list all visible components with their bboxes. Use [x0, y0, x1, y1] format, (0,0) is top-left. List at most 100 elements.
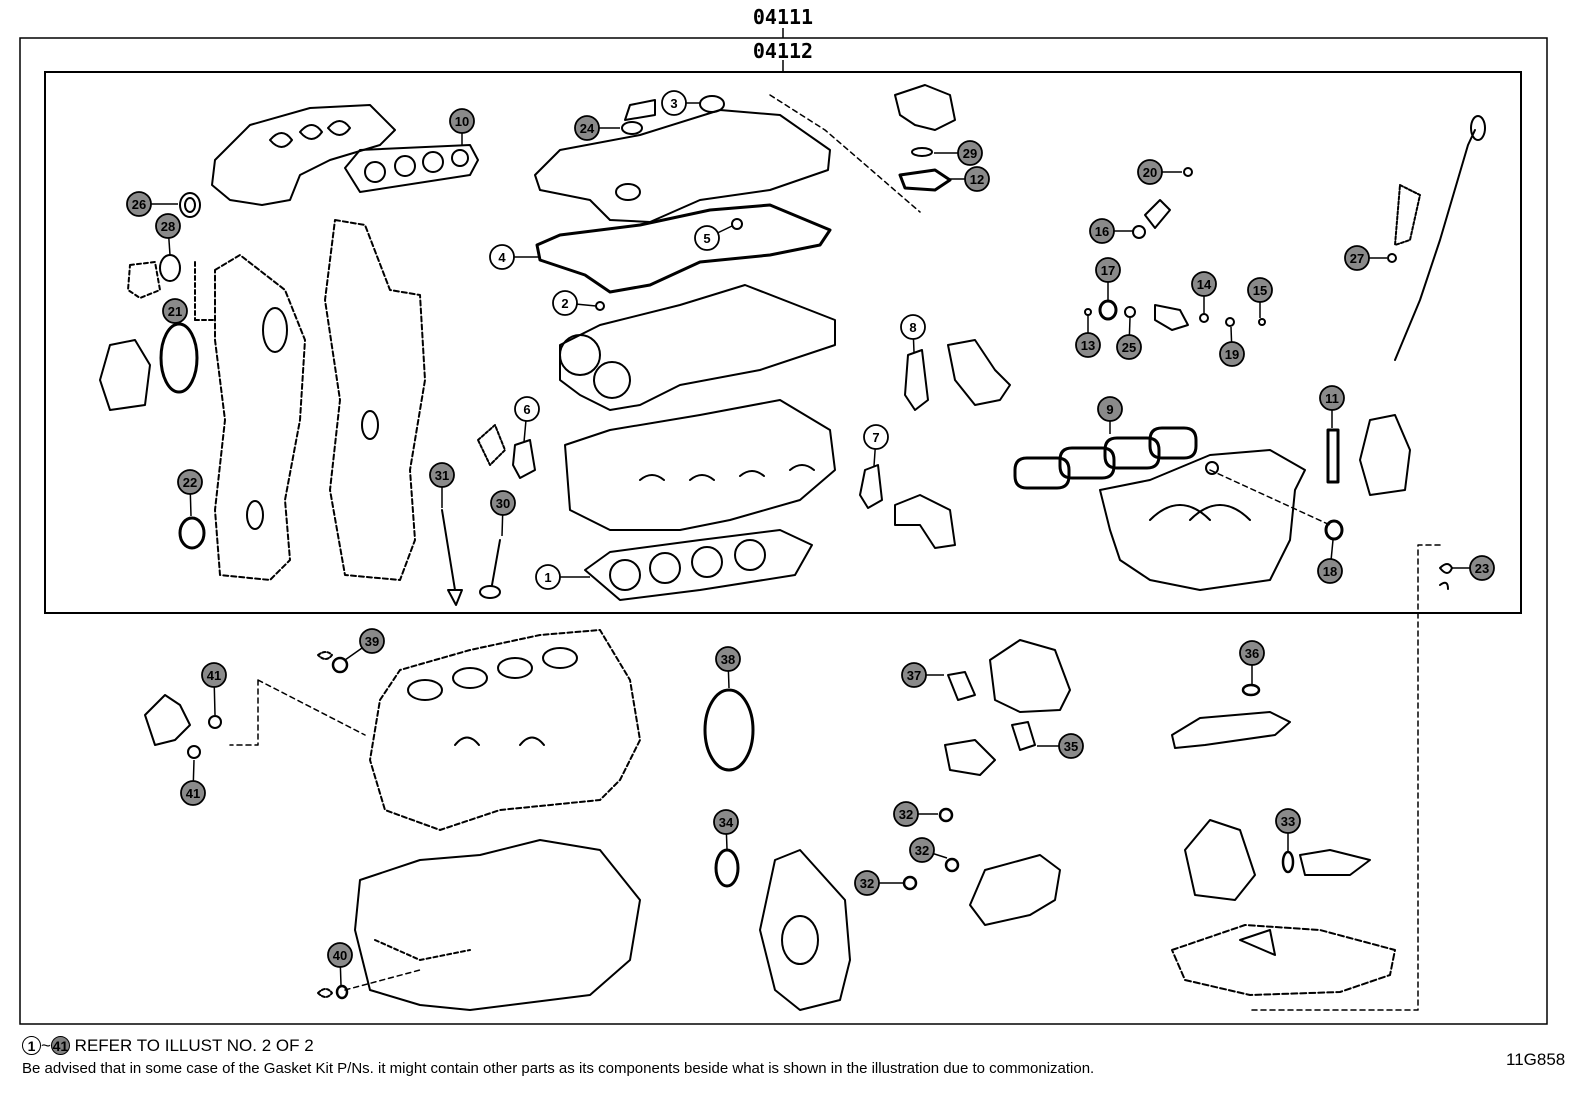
- water-bypass-pipe: [1171, 711, 1291, 749]
- callout-number: 35: [1064, 739, 1078, 754]
- callout-number: 36: [1245, 646, 1259, 661]
- grommet-5: [731, 218, 743, 230]
- callout-number: 10: [455, 114, 469, 129]
- thermostat-housing: [894, 84, 956, 131]
- timing-cover: [214, 254, 306, 581]
- oil-filter-bracket: [144, 694, 191, 746]
- o-ring-39: [331, 656, 349, 674]
- sensor-bracket: [1144, 199, 1171, 229]
- callout-number: 15: [1253, 283, 1267, 298]
- callout-bubble: [900, 314, 926, 340]
- callout-bubble: [1319, 385, 1345, 411]
- callout-bubble: [177, 469, 203, 495]
- callout-bubble: [535, 564, 561, 590]
- gasket-35: [1011, 721, 1036, 751]
- callout-bubble: [155, 213, 181, 239]
- exhaust-manifold-gasket: [344, 144, 479, 193]
- callout-bubble: [1239, 640, 1265, 666]
- callout-number: 22: [183, 475, 197, 490]
- intake-manifold: [1099, 449, 1306, 591]
- range-separator: ~: [41, 1036, 51, 1055]
- filler-cap-3: [699, 95, 725, 113]
- gasket-24: [621, 121, 643, 135]
- oil-pump: [1184, 819, 1256, 901]
- callout-number: 31: [435, 468, 449, 483]
- callout-bubble: [901, 662, 927, 688]
- water-pump-left: [99, 339, 151, 411]
- callout-bubble: [1317, 558, 1343, 584]
- callout-number: 41: [207, 668, 221, 683]
- refer-text: REFER TO ILLUST NO. 2 OF 2: [74, 1036, 314, 1055]
- callout-bubble: [1137, 159, 1163, 185]
- callout-bubble: [1116, 334, 1142, 360]
- callout-bubble: [713, 809, 739, 835]
- seal-13: [1084, 308, 1092, 316]
- callout-bubble: [964, 166, 990, 192]
- kit-label-04111: 04111: [753, 5, 813, 29]
- nut-16: [1132, 225, 1146, 239]
- callout-number: 23: [1475, 561, 1489, 576]
- o-ring-40: [335, 984, 349, 1000]
- callout-bubble: [661, 90, 687, 116]
- callout-bubble: [1469, 555, 1495, 581]
- callout-bubble: [449, 108, 475, 134]
- gasket-37: [947, 671, 976, 701]
- range-start-callout: 1: [22, 1036, 41, 1055]
- callout-bubble: [162, 298, 188, 324]
- cylinder-block: [369, 629, 641, 831]
- callout-number: 6: [523, 402, 530, 417]
- callout-number: 41: [186, 786, 200, 801]
- callout-number: 28: [161, 219, 175, 234]
- gasket-6: [512, 439, 536, 479]
- callout-bubble: [574, 115, 600, 141]
- callout-number: 13: [1081, 338, 1095, 353]
- callout-number: 25: [1122, 340, 1136, 355]
- seal-41-upper: [208, 715, 222, 729]
- callout-bubble: [429, 462, 455, 488]
- callout-number: 9: [1106, 402, 1113, 417]
- gasket-11: [1326, 428, 1340, 484]
- callout-number: 7: [872, 430, 879, 445]
- callout-number: 3: [670, 96, 677, 111]
- seal-32-c: [902, 875, 918, 891]
- callout-bubble: [1058, 733, 1084, 759]
- oil-pan-upper: [354, 839, 641, 1011]
- callout-bubble: [1095, 257, 1121, 283]
- intake-manifold-gasket: [1013, 426, 1198, 490]
- callout-number: 27: [1350, 251, 1364, 266]
- callout-bubble: [1075, 332, 1101, 358]
- cylinder-head: [564, 399, 836, 531]
- seal-34: [714, 848, 740, 888]
- callout-number: 26: [132, 197, 146, 212]
- callout-number: 11: [1325, 391, 1339, 406]
- seal-19: [1225, 317, 1235, 327]
- callout-bubble: [715, 646, 741, 672]
- kit-label-04112: 04112: [753, 39, 813, 63]
- gasket-12: [898, 168, 952, 192]
- disclaimer-text: Be advised that in some case of the Gask…: [22, 1060, 1095, 1077]
- heat-shield-outline: [211, 104, 396, 206]
- rear-oil-seal-38: [703, 688, 755, 772]
- callout-number: 38: [721, 652, 735, 667]
- callout-number: 39: [365, 634, 379, 649]
- oil-seal-22: [178, 516, 206, 550]
- callout-bubble: [957, 140, 983, 166]
- seal-14: [1199, 313, 1209, 323]
- callout-bubble: [1097, 396, 1123, 422]
- o-ring-18: [1324, 519, 1344, 541]
- callout-bubble: [1247, 277, 1273, 303]
- timing-cover-2: [324, 219, 426, 581]
- o-ring-17: [1098, 299, 1118, 321]
- gasket-7: [859, 464, 883, 509]
- gasket-8: [904, 349, 929, 411]
- valve-31: [441, 509, 456, 591]
- oil-pan-lower: [1171, 924, 1396, 996]
- seal-25: [1124, 306, 1136, 318]
- seal-41-lower: [187, 745, 201, 759]
- callout-number: 18: [1323, 564, 1337, 579]
- callout-number: 4: [498, 250, 506, 265]
- oil-dipstick: [1394, 129, 1476, 361]
- callout-bubble: [1275, 808, 1301, 834]
- callout-bubble: [201, 662, 227, 688]
- range-end-callout: 41: [50, 1036, 70, 1055]
